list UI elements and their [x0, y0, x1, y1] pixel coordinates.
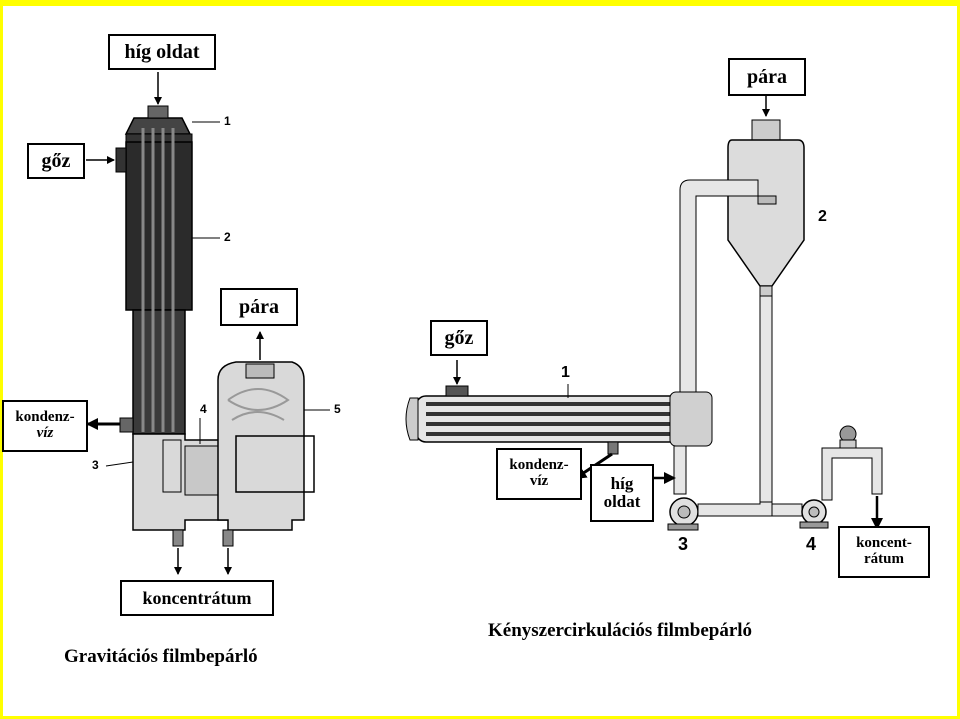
right-part-2: 2: [818, 208, 827, 225]
heater-head: [669, 391, 713, 447]
left-part-4: 4: [200, 402, 207, 416]
gravity-evaporator: [86, 72, 330, 575]
condensate-label-right-line1: kondenz-: [509, 457, 569, 474]
feed-label-right-line1: híg: [610, 474, 634, 494]
steam-inlet: [445, 385, 469, 397]
heating-shell: [125, 141, 193, 311]
vapor-nozzle: [245, 363, 275, 379]
caption-right: Kényszercirkulációs filmbepárló: [488, 620, 753, 641]
condensate-label-left-line2: víz: [36, 425, 54, 441]
condensate-outlet-right: [607, 441, 619, 455]
pump-4-hub: [808, 506, 820, 518]
feed-label-right: híg oldat: [590, 464, 654, 522]
right-part-3: 3: [678, 534, 689, 554]
separator-swirl: [227, 388, 290, 421]
feed-nozzle: [147, 105, 169, 119]
feed-label-right-line2: oldat: [603, 492, 641, 511]
vapor-label-left: pára: [220, 288, 298, 326]
forced-circulation-evaporator: [405, 96, 883, 531]
discharge-pipe: [821, 447, 883, 501]
right-part-4: 4: [806, 534, 817, 554]
bottom-baffle: [162, 439, 182, 493]
left-part-3: 3: [92, 458, 99, 472]
riser-inlet: [757, 195, 777, 205]
left-outlet: [172, 529, 184, 547]
lower-shell: [132, 309, 186, 435]
condensate-label-right: kondenz- víz: [496, 448, 582, 500]
separator-vessel: [217, 361, 305, 531]
pump-3-base: [667, 523, 699, 531]
steam-label-left: gőz: [27, 143, 85, 179]
pump-4-base: [799, 521, 829, 529]
separator-top-nozzle: [751, 119, 781, 141]
heater-end-cap: [405, 397, 419, 441]
valve-body: [839, 439, 857, 449]
separator-tank: [727, 139, 805, 287]
condensate-label-left-line1: kondenz-: [15, 409, 75, 426]
steam-nozzle: [115, 147, 127, 173]
top-cover: [124, 117, 192, 135]
left-part-5: 5: [334, 402, 341, 416]
tube-bundle: [141, 128, 175, 432]
caption-left: Gravitációs filmbepárló: [64, 646, 258, 667]
concentrate-label-right: koncent- rátum: [838, 526, 930, 578]
heater-tubes: [426, 402, 672, 436]
concentrate-label-right-line2: rátum: [864, 551, 904, 567]
condensate-label-left: kondenz- víz: [2, 400, 88, 452]
left-part-2: 2: [224, 230, 231, 244]
condensate-nozzle: [119, 417, 134, 433]
steam-label-right: gőz: [430, 320, 488, 356]
feed-label-left: híg oldat: [108, 34, 216, 70]
riser-pipe: [679, 179, 759, 399]
pump-3-hub: [677, 505, 691, 519]
pump-4-pipe: [771, 503, 803, 517]
suction-pipe: [697, 501, 773, 517]
separator-outlet: [222, 529, 234, 547]
separator-inlet-box: [235, 435, 315, 493]
left-part-1: 1: [224, 114, 231, 128]
separator-bottom-neck: [759, 285, 773, 297]
concentrate-label-right-line1: koncent-: [856, 535, 912, 552]
downcomer-pipe: [759, 295, 773, 503]
connecting-pipe: [184, 445, 223, 496]
top-flange: [125, 133, 193, 143]
heater-down-pipe: [673, 445, 687, 495]
condensate-label-right-line2: víz: [529, 473, 549, 489]
right-part-1: 1: [561, 364, 570, 381]
left-leader-lines: [105, 121, 330, 467]
concentrate-label-left: koncentrátum: [120, 580, 274, 616]
vapor-label-right: pára: [728, 58, 806, 96]
